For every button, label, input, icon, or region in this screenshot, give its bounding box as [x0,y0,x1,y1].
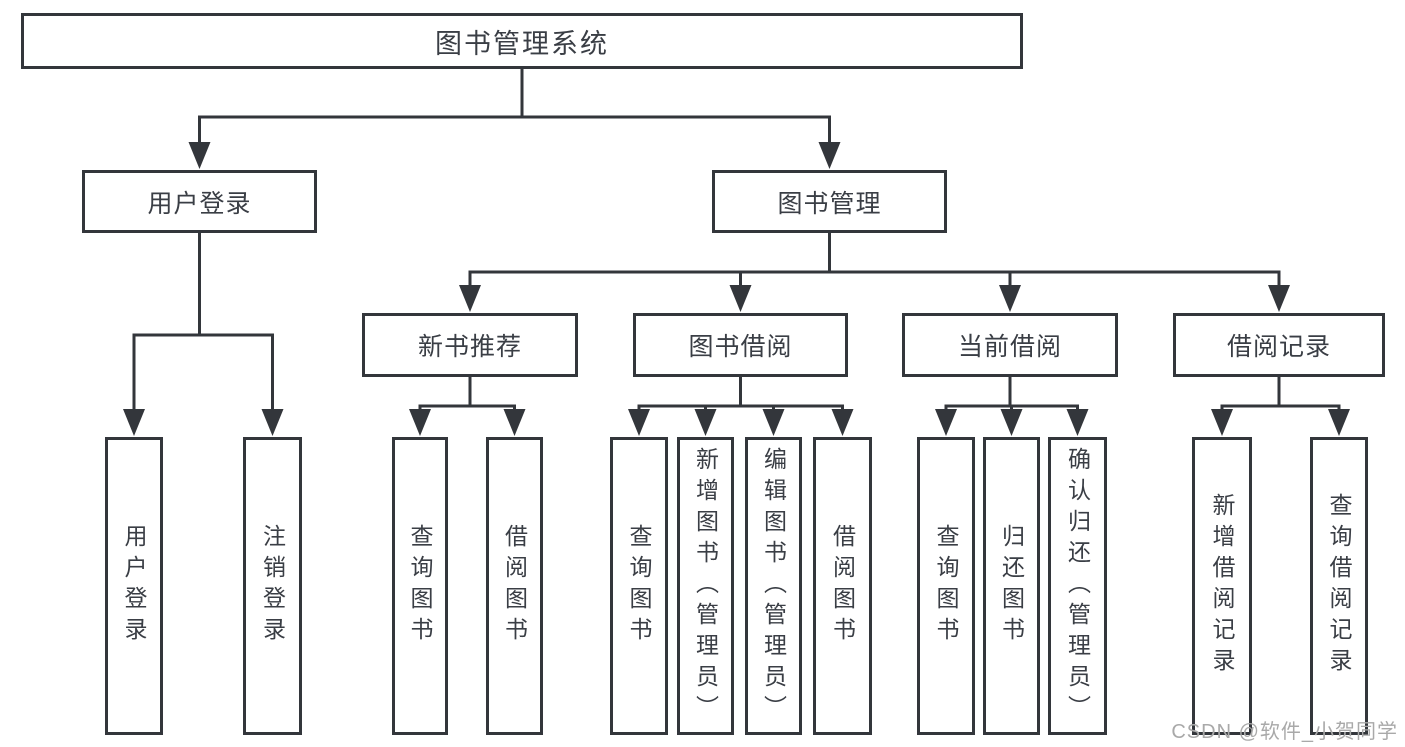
arrowhead [762,409,785,436]
arrowhead [831,409,854,436]
node-user-login: 用户登录 [82,170,317,233]
node-book-borrowing: 图书借阅 [633,313,848,377]
arrowhead [261,409,284,436]
node-leaf-logout: 注销登录 [243,437,302,735]
node-current-borrowing: 当前借阅 [902,313,1118,377]
node-leaf-bb-borrow-book: 借阅图书 [813,437,872,735]
node-new-book-recommend: 新书推荐 [362,313,578,377]
node-leaf-bb-add-book: 新增图书（管理员） [677,437,734,735]
arrowhead [1268,285,1290,312]
arrowhead [694,409,717,436]
arrowhead [409,409,431,436]
arrowhead [628,409,650,436]
node-leaf-nb-borrow-book: 借阅图书 [486,437,543,735]
arrowhead [999,285,1021,312]
node-leaf-user-login: 用户登录 [105,437,163,735]
arrowhead [503,409,526,436]
arrowhead [459,285,481,312]
node-leaf-bb-edit-book: 编辑图书（管理员） [745,437,802,735]
node-borrowing-records: 借阅记录 [1173,313,1385,377]
arrowhead [1328,409,1350,436]
watermark: CSDN @软件_小贺同学 [1171,721,1398,743]
node-leaf-bb-query-book: 查询图书 [610,437,668,735]
node-leaf-nb-query-book: 查询图书 [392,437,448,735]
node-leaf-br-add-record: 新增借阅记录 [1192,437,1252,735]
arrowhead [1000,409,1023,436]
arrowhead [1211,409,1233,436]
node-leaf-cb-return-book: 归还图书 [983,437,1040,735]
node-book-management: 图书管理 [712,170,947,233]
arrowhead [123,409,145,436]
node-leaf-cb-confirm-return: 确认归还（管理员） [1048,437,1107,735]
node-library-system: 图书管理系统 [21,13,1023,69]
arrowhead [729,285,752,312]
arrowhead [1066,409,1089,436]
arrowhead [935,409,957,436]
arrowhead [818,142,841,169]
node-leaf-cb-query-book: 查询图书 [917,437,975,735]
arrowhead [188,142,211,169]
node-leaf-br-query-record: 查询借阅记录 [1310,437,1368,735]
